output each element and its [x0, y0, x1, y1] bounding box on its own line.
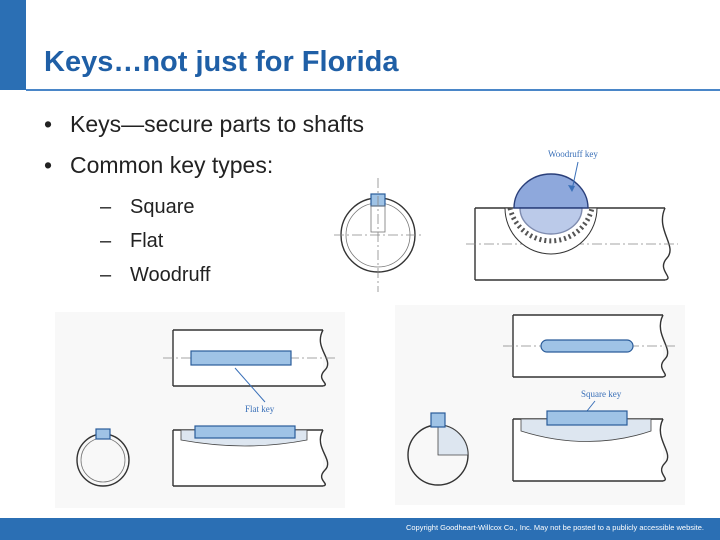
square-key-end-view [407, 412, 469, 486]
flat-key-side-view [172, 425, 329, 487]
flat-key-end-view [76, 428, 130, 487]
woodruff-key-figure: Woodruff key [334, 149, 678, 292]
sub-bullet-marker: – [100, 264, 112, 286]
key-type-text: Woodruff [130, 264, 211, 286]
footer-bar: Copyright Goodheart-Willcox Co., Inc. Ma… [0, 518, 720, 540]
woodruff-key [513, 173, 589, 209]
woodruff-key-label: Woodruff key [548, 149, 598, 159]
arrowhead-icon [568, 185, 575, 192]
woodruff-key-arrow [571, 161, 579, 191]
woodruff-side-view [466, 173, 678, 281]
key-type-text: Flat [130, 230, 164, 252]
square-key-figure: Square key [395, 305, 685, 505]
bullet-marker: • [44, 152, 53, 178]
key-type-list: – Square – Flat – Woodruff [100, 190, 370, 292]
flat-key-label: Flat key [245, 404, 275, 414]
title-underline [26, 89, 720, 91]
bullet-item: • Common key types: – Square – Flat – Wo… [42, 151, 370, 292]
title-accent-bar [0, 0, 26, 90]
bullet-text: Keys—secure parts to shafts [70, 111, 365, 137]
square-key-side-view [512, 410, 669, 482]
bullet-text: Common key types: [70, 152, 274, 178]
bullet-list: • Keys—secure parts to shafts • Common k… [42, 110, 370, 292]
sub-bullet-marker: – [100, 196, 112, 218]
flat-key-figure: Flat key [55, 312, 345, 508]
slide-title: Keys…not just for Florida [44, 46, 399, 78]
key-type-item: – Woodruff [100, 258, 370, 292]
flat-key-top-view [163, 329, 335, 387]
key-type-item: – Flat [100, 224, 370, 258]
flat-key-arrow [234, 367, 266, 403]
key-type-item: – Square [100, 190, 370, 224]
copyright-notice: Copyright Goodheart-Willcox Co., Inc. Ma… [405, 523, 704, 532]
square-key-arrow [586, 400, 596, 412]
keyseat-hatching [507, 207, 595, 244]
sub-bullet-marker: – [100, 230, 112, 252]
square-key-label: Square key [581, 389, 622, 399]
woodruff-end-view [334, 178, 422, 292]
key-type-text: Square [130, 196, 195, 218]
square-key-top-view [503, 314, 675, 378]
bullet-marker: • [44, 111, 53, 137]
bullet-item: • Keys—secure parts to shafts [42, 110, 370, 139]
